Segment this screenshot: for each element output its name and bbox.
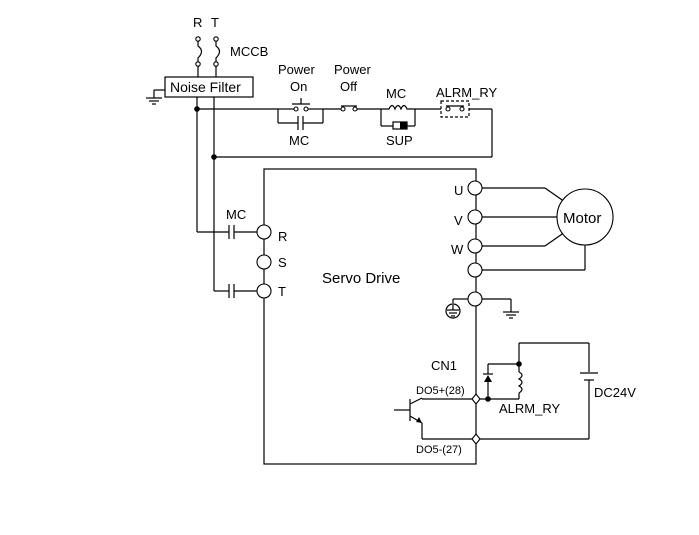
label-do5-plus: DO5+(28) bbox=[416, 385, 465, 397]
label-mc-contact: MC bbox=[226, 207, 246, 222]
label-sup: SUP bbox=[386, 133, 413, 148]
terminal-w bbox=[467, 238, 483, 254]
label-servo-drive: Servo Drive bbox=[322, 270, 400, 287]
label-mccb: MCCB bbox=[230, 44, 268, 59]
servo-drive: Servo Drive bbox=[263, 168, 477, 465]
coil-icon bbox=[517, 364, 523, 399]
battery-icon bbox=[580, 372, 598, 381]
terminal-t bbox=[256, 283, 272, 299]
terminal-u bbox=[467, 180, 483, 196]
terminal-motor-ground bbox=[467, 262, 483, 278]
ground-icon bbox=[503, 311, 519, 319]
label-w: W bbox=[451, 242, 464, 257]
power-inputs: MC R S T bbox=[197, 207, 287, 299]
label-dc24v: DC24V bbox=[594, 385, 636, 400]
label-u: U bbox=[454, 183, 463, 198]
label-alrm-ry-top: ALRM_RY bbox=[436, 85, 498, 100]
transistor-icon bbox=[394, 397, 423, 424]
motor bbox=[556, 188, 614, 246]
coil-icon bbox=[381, 104, 415, 111]
terminal-v bbox=[467, 209, 483, 225]
label-v: V bbox=[454, 213, 463, 228]
alarm-output-circuit: CN1 DO5+(28) DO5-(27) bbox=[394, 342, 636, 456]
motor-outputs: U V W Motor bbox=[451, 180, 614, 278]
label-terminal-t: T bbox=[278, 284, 286, 299]
mccb-breaker: R T MCCB bbox=[193, 15, 268, 77]
label-power-on-1: Power bbox=[278, 62, 316, 77]
earth-terminals bbox=[445, 291, 519, 319]
terminal-pe bbox=[467, 291, 483, 307]
diode-icon bbox=[483, 364, 493, 399]
terminal-r bbox=[256, 224, 272, 240]
label-mc-coil: MC bbox=[386, 86, 406, 101]
label-power-off-1: Power bbox=[334, 62, 372, 77]
label-t-input: T bbox=[211, 15, 219, 30]
label-power-on-2: On bbox=[290, 79, 307, 94]
ground-icon bbox=[146, 89, 165, 105]
terminal-s bbox=[256, 254, 272, 270]
label-cn1: CN1 bbox=[431, 358, 457, 373]
label-noise-filter: Noise Filter bbox=[170, 79, 241, 95]
label-terminal-r: R bbox=[278, 229, 287, 244]
protective-earth-icon bbox=[445, 303, 461, 319]
noise-filter: Noise Filter bbox=[164, 76, 254, 98]
label-alrm-ry-bottom: ALRM_RY bbox=[499, 401, 561, 416]
control-circuit: Power On MC Power Off MC S bbox=[197, 62, 498, 158]
label-power-off-2: Off bbox=[340, 79, 357, 94]
label-do5-minus: DO5-(27) bbox=[416, 444, 462, 456]
label-mc-aux: MC bbox=[289, 133, 309, 148]
label-terminal-s: S bbox=[278, 255, 287, 270]
label-r-input: R bbox=[193, 15, 202, 30]
label-motor: Motor bbox=[563, 210, 601, 227]
